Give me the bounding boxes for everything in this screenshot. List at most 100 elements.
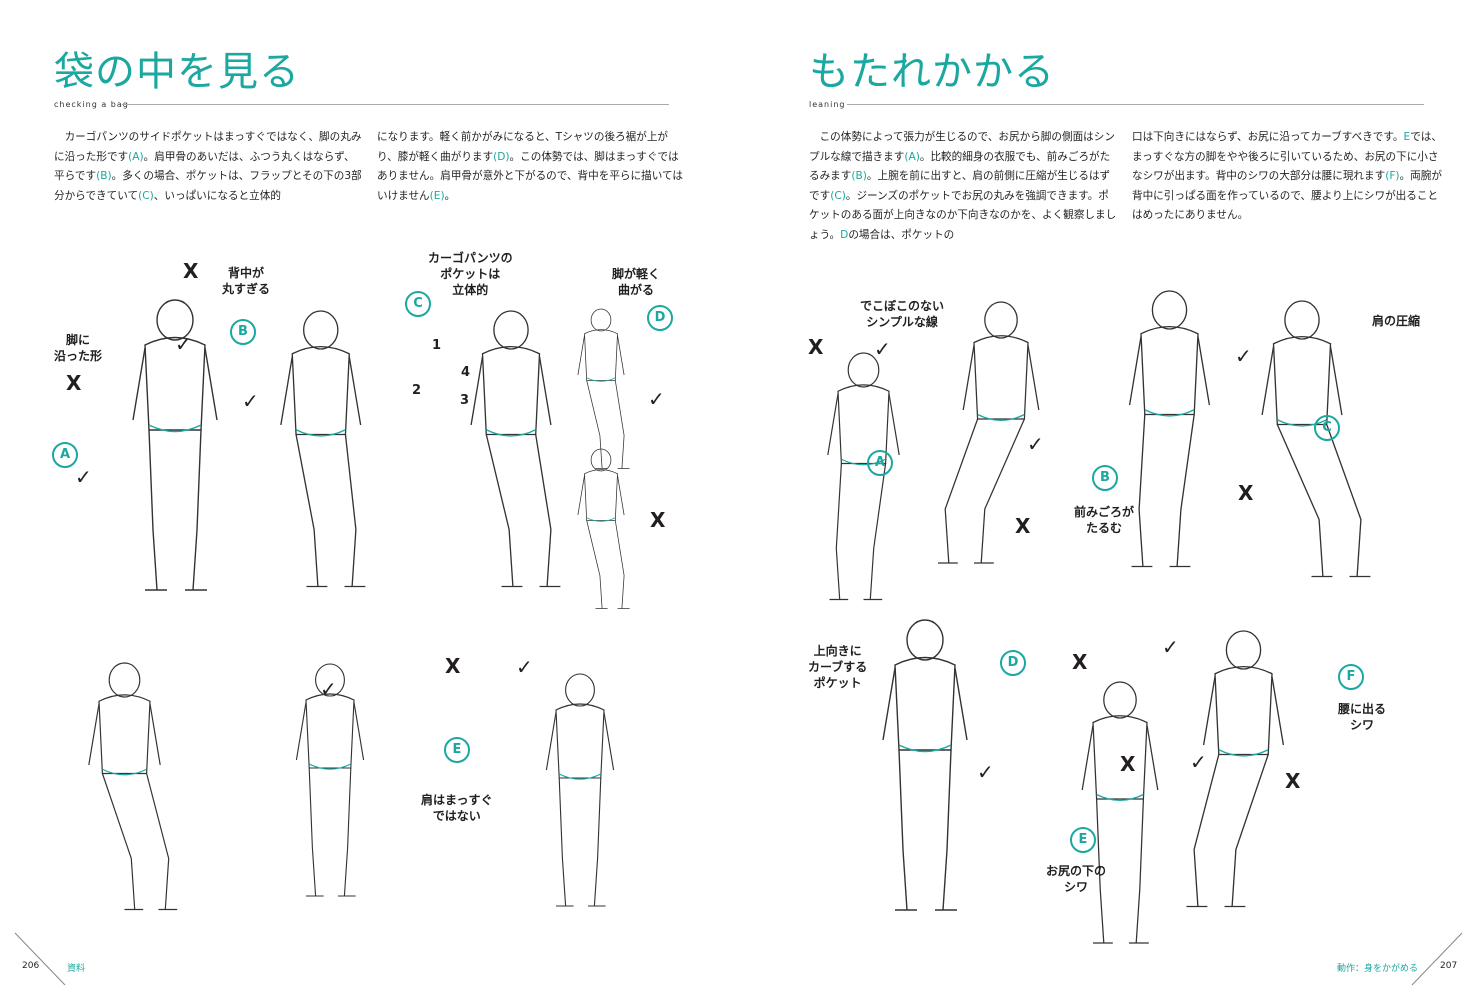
part-number: 1 xyxy=(432,338,442,353)
reference-letter: (D) xyxy=(493,150,510,163)
wrong-mark-icon: X xyxy=(1238,481,1254,505)
annotation-label: 肩はまっすぐ ではない xyxy=(421,793,493,823)
check-mark-icon: ✓ xyxy=(874,337,891,361)
check-mark-icon: ✓ xyxy=(1162,635,1179,659)
check-mark-icon: ✓ xyxy=(1190,750,1207,774)
annotation-label: 腰に出る シワ xyxy=(1338,702,1387,732)
paragraph-text: カーゴパンツのサイドポケットはまっすぐではなく、脚の丸みに沿った形です xyxy=(54,131,362,163)
wrong-mark-icon: X xyxy=(1120,752,1136,776)
figure-sketch xyxy=(937,301,1040,564)
reference-letter: (C) xyxy=(830,189,846,202)
title-rule-right xyxy=(847,104,1424,105)
circled-letter: C xyxy=(1314,415,1340,441)
paragraph-text: 、いっぱいになると立体的 xyxy=(153,189,281,202)
paragraph-text: では、まっすぐな方の脚をやや後ろに引いているため、お尻の下に小さなシワが出ます。… xyxy=(1132,131,1442,183)
annotation-label: 前みごろが たるむ xyxy=(1074,505,1135,535)
paragraph-text: の場合は、ポケットの xyxy=(848,228,955,241)
wrong-mark-icon: X xyxy=(183,259,199,283)
body-paragraph: 口は下向きにはならず、お尻に沿ってカーブすべきです。Eでは、まっすぐな方の脚をや… xyxy=(1132,128,1442,226)
annotation-label: 上向きに カーブする ポケット xyxy=(808,644,868,690)
subtitle-right: leaning xyxy=(809,100,846,109)
wrong-mark-icon: X xyxy=(1285,769,1301,793)
body-paragraph: この体勢によって張力が生じるので、お尻から脚の側面はシンプルな線で描きます(A)… xyxy=(809,128,1119,246)
reference-letter: (E) xyxy=(429,189,445,202)
paragraph-text: 口は下向きにはならず、お尻に沿ってカーブすべきです。 xyxy=(1132,131,1404,143)
wrong-mark-icon: X xyxy=(66,371,82,395)
circled-letter: C xyxy=(405,291,431,317)
paragraph-text: 。 xyxy=(444,189,456,202)
reference-letter: (A) xyxy=(904,150,920,163)
check-mark-icon: ✓ xyxy=(175,332,192,356)
figure-sketch xyxy=(577,308,630,469)
annotation-label: カーゴパンツの ポケットは 立体的 xyxy=(428,251,513,297)
part-number: 4 xyxy=(461,365,471,380)
paragraph-text: この体勢によって張力が生じるので、お尻から脚の側面はシンプルな線で描きます xyxy=(809,131,1115,163)
part-number: 3 xyxy=(460,393,470,408)
figure-sketch xyxy=(1128,290,1211,568)
figure-sketch xyxy=(280,310,366,588)
figure-sketch xyxy=(88,662,178,911)
figure-sketch xyxy=(1261,300,1371,578)
section-name-right: 動作：身をかがめる xyxy=(1337,964,1419,974)
body-paragraph: カーゴパンツのサイドポケットはまっすぐではなく、脚の丸みに沿った形です(A)。肩… xyxy=(54,128,364,206)
figure-sketch xyxy=(132,299,218,591)
figure-sketch xyxy=(577,448,630,609)
wrong-mark-icon: X xyxy=(650,508,666,532)
circled-letter: F xyxy=(1338,664,1364,690)
check-mark-icon: ✓ xyxy=(516,655,533,679)
annotation-label: 肩の圧縮 xyxy=(1372,314,1421,328)
check-mark-icon: ✓ xyxy=(320,677,337,701)
reference-letter: D xyxy=(840,228,849,241)
wrong-mark-icon: X xyxy=(1072,650,1088,674)
check-mark-icon: ✓ xyxy=(75,465,92,489)
circled-letter: D xyxy=(647,305,673,331)
corner-divider xyxy=(1411,932,1463,986)
reference-letter: (B) xyxy=(851,170,867,183)
paragraph-text: 。上腕を前に出すと、肩の前側に圧縮が生じるはずです xyxy=(809,170,1111,202)
check-mark-icon: ✓ xyxy=(242,389,259,413)
reference-letter: (A) xyxy=(128,150,144,163)
circled-letter: E xyxy=(444,737,470,763)
check-mark-icon: ✓ xyxy=(1027,432,1044,456)
page-title-right: もたれかかる xyxy=(809,49,1055,95)
wrong-mark-icon: X xyxy=(445,654,461,678)
section-name-left: 資料 xyxy=(67,964,86,974)
check-mark-icon: ✓ xyxy=(1235,344,1252,368)
circled-letter: E xyxy=(1070,827,1096,853)
page-title-left: 袋の中を見る xyxy=(54,49,300,95)
paragraph-text: 。両腕が背中に引っぱる面を作っているので、腰より上にシワが出ることはめったにあり… xyxy=(1132,170,1442,222)
subtitle-left: checking a bag xyxy=(54,100,129,109)
title-rule-left xyxy=(122,104,669,105)
figure-sketch xyxy=(827,352,900,601)
paragraph-text: 。比較的細身の衣服でも、前みごろがたるみます xyxy=(809,150,1111,183)
annotation-label: お尻の下の シワ xyxy=(1046,864,1107,894)
corner-divider xyxy=(14,932,66,986)
annotation-label: 脚が軽く 曲がる xyxy=(612,267,661,297)
annotation-label: 脚に 沿った形 xyxy=(54,333,103,363)
figure-sketch xyxy=(470,310,561,588)
annotation-label: 背中が 丸すぎる xyxy=(222,266,271,296)
figure-sketch xyxy=(882,619,968,911)
reference-letter: (B) xyxy=(96,170,112,183)
figure-sketch xyxy=(1081,681,1159,944)
circled-letter: B xyxy=(1092,465,1118,491)
paragraph-text: 。肩甲骨のあいだは、ふつう丸くはならず、平らです xyxy=(54,150,355,183)
paragraph-text: 。この体勢では、脚はまっすぐではありません。肩甲骨が意外と下がるので、背中を平ら… xyxy=(377,150,683,202)
circled-letter: D xyxy=(1000,650,1026,676)
check-mark-icon: ✓ xyxy=(648,387,665,411)
paragraph-text: 。多くの場合、ポケットは、フラップとその下の3部分からできていて xyxy=(54,170,362,202)
page-number-right: 207 xyxy=(1440,961,1458,971)
body-paragraph: になります。軽く前かがみになると、Tシャツの後ろ裾が上がり、膝が軽く曲がります(… xyxy=(377,128,687,206)
annotation-label: でこぼこのない シンプルな線 xyxy=(860,299,945,329)
reference-letter: (C) xyxy=(138,189,154,202)
reference-letter: (F) xyxy=(1385,170,1400,183)
reference-letter: E xyxy=(1403,131,1411,143)
paragraph-text: になります。軽く前かがみになると、Tシャツの後ろ裾が上がり、膝が軽く曲がります xyxy=(377,131,669,163)
figure-sketch xyxy=(1186,630,1285,908)
wrong-mark-icon: X xyxy=(1015,514,1031,538)
page-number-left: 206 xyxy=(22,961,40,971)
wrong-mark-icon: X xyxy=(808,335,824,359)
check-mark-icon: ✓ xyxy=(977,760,994,784)
circled-letter: A xyxy=(867,450,893,476)
